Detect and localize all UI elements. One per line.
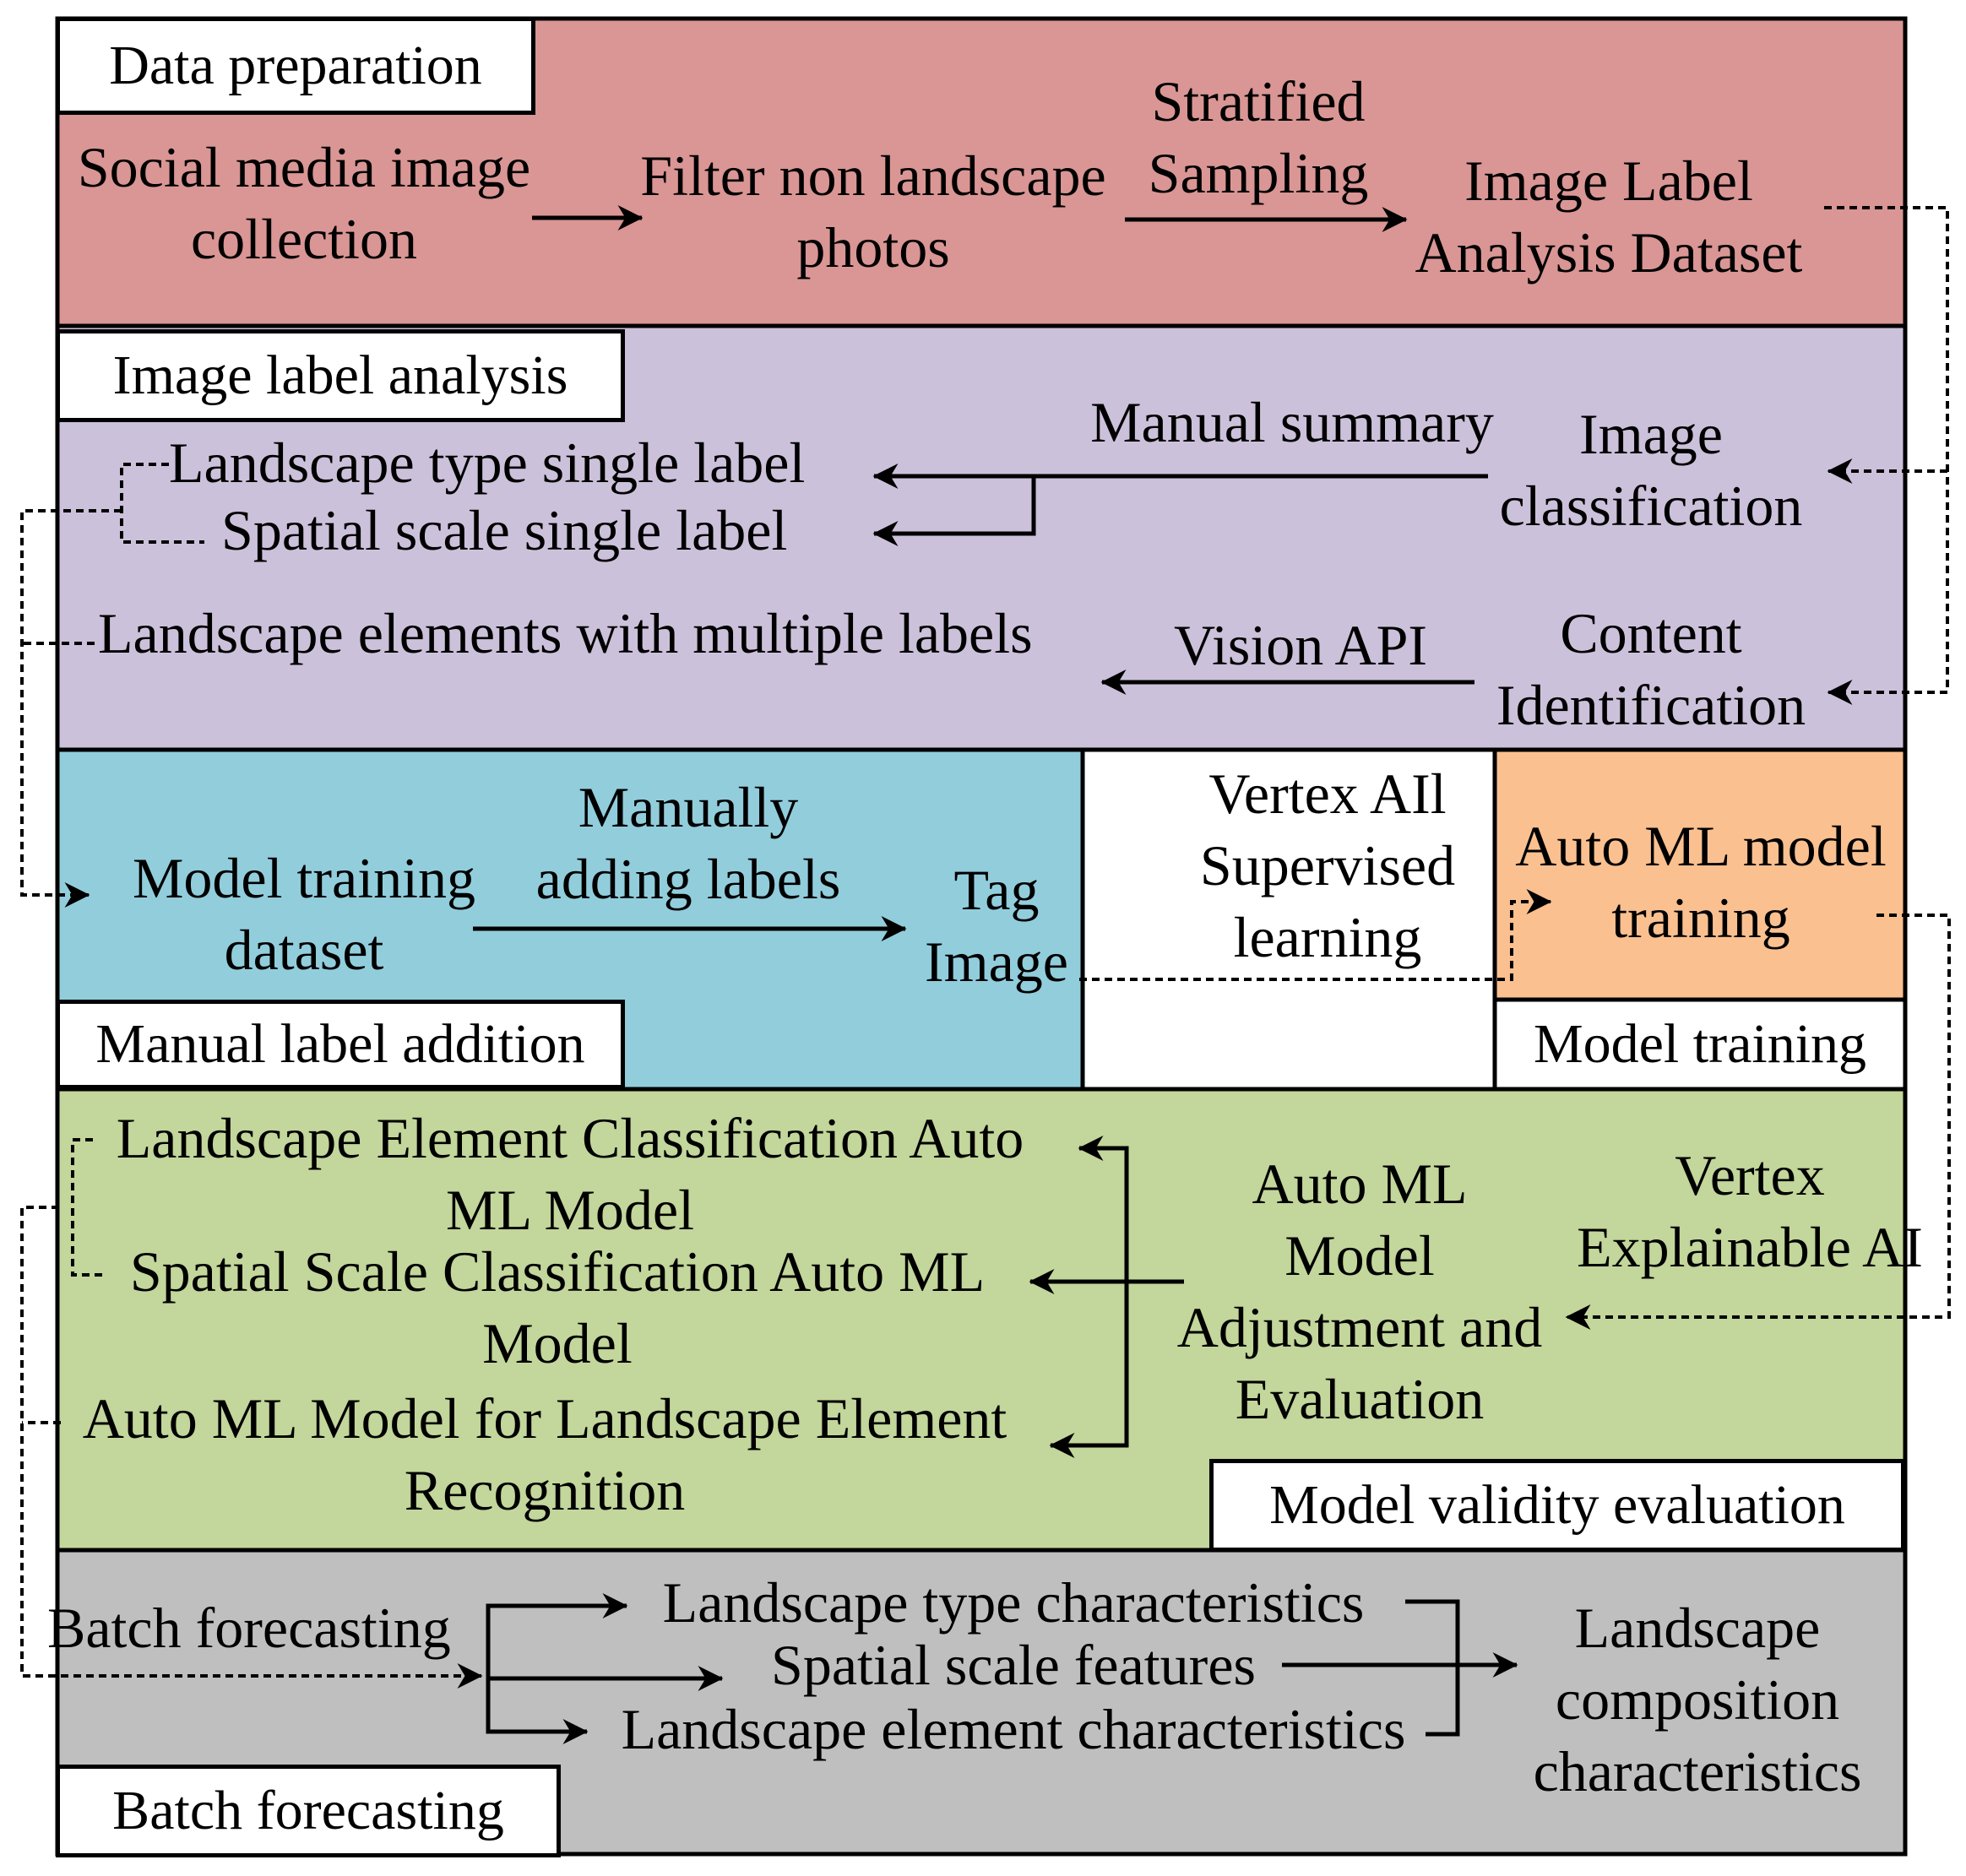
node-stratified-line1: Stratified: [1151, 69, 1366, 133]
node-filter-line1: Filter non landscape: [640, 144, 1106, 208]
node-content-identification-line2: Identification: [1496, 673, 1806, 737]
node-content-identification: Content Identification: [1469, 598, 1833, 741]
node-vertex-explainable-line2: Explainable AI: [1577, 1215, 1923, 1279]
node-manually-adding-line2: adding labels: [535, 847, 841, 911]
panel-vertex: [1080, 747, 1497, 1092]
node-ss-classification-line1: Spatial Scale Classification Auto ML: [129, 1239, 986, 1304]
node-automl-adjustment: Auto ML Model Adjustment and Evaluation: [1165, 1148, 1554, 1435]
node-spatial-scale-feat: Spatial scale features: [771, 1633, 1256, 1697]
node-le-recognition: Auto ML Model for Landscape Element Reco…: [59, 1383, 1030, 1526]
node-le-classification-line1: Landscape Element Classification Auto: [116, 1106, 1024, 1170]
node-automl-adjustment-line4: Evaluation: [1235, 1367, 1485, 1431]
node-model-training-dataset-line2: dataset: [224, 918, 384, 982]
dash-model-bracket: [71, 1138, 103, 1277]
node-automl-training-line1: Auto ML model: [1515, 814, 1887, 878]
node-vision-api: Vision API: [1173, 613, 1428, 677]
node-landscape-elements-labels: Landscape elements with multiple labels: [98, 601, 1033, 665]
solid-arrows: [473, 205, 1518, 1744]
node-image-classification: Image classification: [1469, 399, 1833, 542]
node-manually-adding-line1: Manually: [578, 775, 799, 839]
node-vertex-supervised-line2: Supervised: [1199, 833, 1456, 897]
node-social-media-line2: collection: [190, 207, 418, 271]
node-landscape-type-label: Landscape type single label: [169, 431, 806, 495]
section-label-data-preparation: Data preparation: [56, 17, 535, 115]
arrow-adjust-to-rec: [1049, 1282, 1129, 1458]
dash-label-bracket: [120, 463, 204, 544]
dash-tag-to-automl: [1079, 889, 1552, 981]
node-social-media-line1: Social media image: [77, 135, 531, 199]
section-label-batch-forecasting: Batch forecasting: [56, 1765, 561, 1857]
dash-models-to-batch: [20, 1206, 483, 1689]
node-image-classification-line1: Image: [1579, 402, 1723, 466]
node-landscape-composition-line2: composition: [1555, 1667, 1840, 1732]
section-label-manual-label-addition: Manual label addition: [56, 1000, 625, 1089]
node-vertex-explainable-line1: Vertex: [1675, 1143, 1825, 1207]
node-landscape-composition-line1: Landscape: [1574, 1596, 1821, 1660]
node-stratified: Stratified Sampling: [1098, 66, 1419, 209]
node-landscape-element-char: Landscape element characteristics: [621, 1697, 1406, 1761]
node-dataset: Image Label Analysis Dataset: [1385, 145, 1833, 289]
node-ss-classification-line2: Model: [482, 1311, 633, 1375]
node-vertex-explainable: Vertex Explainable AI: [1554, 1140, 1946, 1283]
node-vertex-supervised: Vertex AIl Supervised learning: [1159, 758, 1496, 973]
node-model-training-dataset: Model training dataset: [93, 843, 515, 986]
model-training-white-strip: [1492, 997, 1908, 1092]
bracket-features: [1405, 1599, 1460, 1737]
node-vertex-supervised-line1: Vertex AIl: [1208, 762, 1447, 826]
arrow-adjust-to-le: [1078, 1136, 1129, 1282]
node-automl-adjustment-line2: Model: [1284, 1223, 1435, 1288]
node-model-training-dataset-line1: Model training: [132, 846, 476, 910]
node-social-media: Social media image collection: [51, 132, 557, 275]
section-label-model-validity: Model validity evaluation: [1209, 1459, 1905, 1552]
node-content-identification-line1: Content: [1560, 601, 1742, 665]
node-dataset-line1: Image Label: [1464, 149, 1753, 213]
node-image-classification-line2: classification: [1499, 474, 1803, 538]
node-dataset-line2: Analysis Dataset: [1415, 220, 1803, 285]
node-tag-image: Tag Image: [912, 854, 1081, 998]
node-automl-adjustment-line3: Adjustment and: [1176, 1295, 1543, 1359]
dashed-connectors: [20, 206, 1951, 1689]
node-manual-summary: Manual summary: [1090, 390, 1494, 454]
node-le-classification: Landscape Element Classification Auto ML…: [84, 1103, 1056, 1246]
node-stratified-line2: Sampling: [1148, 141, 1369, 205]
node-ss-classification: Spatial Scale Classification Auto ML Mod…: [93, 1236, 1022, 1380]
section-label-image-label-analysis: Image label analysis: [56, 329, 625, 422]
node-manually-adding: Manually adding labels: [490, 772, 887, 915]
node-tag-image-line2: Image: [925, 930, 1068, 994]
node-vertex-supervised-line3: learning: [1233, 905, 1422, 969]
node-landscape-composition-line3: characteristics: [1533, 1739, 1862, 1803]
node-le-recognition-line2: Recognition: [404, 1458, 686, 1522]
section-label-model-training: Model training: [1533, 1013, 1867, 1075]
node-automl-training: Auto ML model training: [1500, 811, 1902, 954]
node-landscape-composition: Landscape composition characteristics: [1512, 1592, 1883, 1808]
node-le-classification-line2: ML Model: [445, 1178, 694, 1242]
arrow-batch-to-element: [486, 1678, 589, 1744]
node-automl-adjustment-line1: Auto ML: [1252, 1152, 1468, 1216]
node-tag-image-line1: Tag: [953, 858, 1040, 922]
dash-labels-to-training: [20, 509, 122, 908]
node-automl-training-line2: training: [1611, 886, 1790, 950]
arrow-summary-to-scale: [872, 476, 1036, 546]
node-filter-line2: photos: [796, 215, 950, 279]
node-filter: Filter non landscape photos: [620, 140, 1127, 284]
node-spatial-scale-label: Spatial scale single label: [221, 498, 788, 562]
node-batch-forecasting: Batch forecasting: [47, 1596, 451, 1660]
node-le-recognition-line1: Auto ML Model for Landscape Element: [82, 1386, 1007, 1450]
arrow-batch-to-type: [486, 1593, 628, 1678]
dash-automl-to-explainable: [1565, 914, 1951, 1330]
node-landscape-type-char: Landscape type characteristics: [662, 1570, 1365, 1635]
